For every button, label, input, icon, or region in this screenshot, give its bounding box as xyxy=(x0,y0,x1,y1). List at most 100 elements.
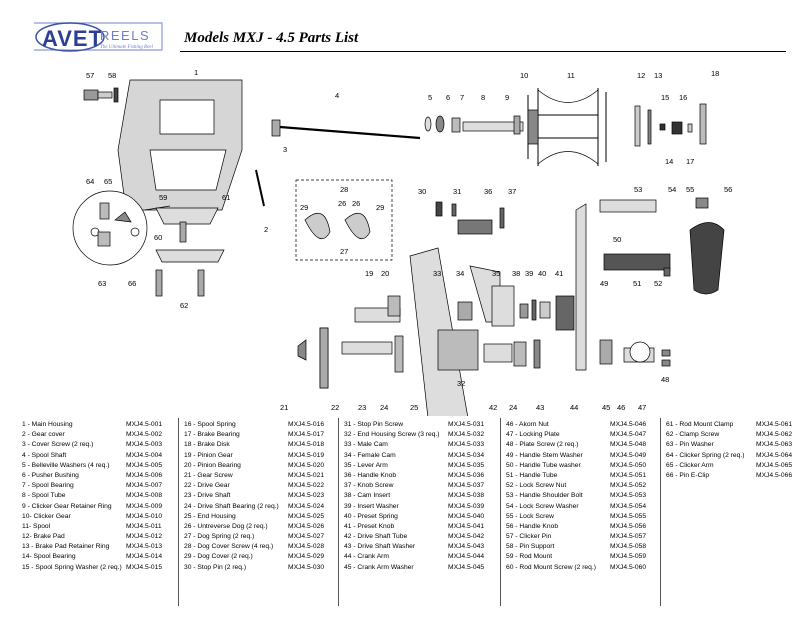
part-number: MXJ4.5-007 xyxy=(126,482,163,490)
part-number: MXJ4.5-050 xyxy=(610,461,647,469)
part-number: MXJ4.5-012 xyxy=(126,533,163,541)
part-description: 10- Clicker Gear xyxy=(22,512,71,520)
part-description: 39 - Insert Washer xyxy=(344,502,399,510)
part-description: 14- Spool Bearing xyxy=(22,553,76,561)
part-description: 56 - Handle Knob xyxy=(506,522,559,530)
part-description: 66 - Pin E-Clip xyxy=(666,471,710,479)
parts-row: 60 - Rod Mount Screw (2 req.)MXJ4.5-060 xyxy=(506,563,656,573)
part-number: MXJ4.5-060 xyxy=(610,563,647,571)
parts-row: 32 - End Housing Screw (3 req.)MXJ4.5-03… xyxy=(344,430,494,440)
parts-row: 56 - Handle Knob MXJ4.5-056 xyxy=(506,522,656,532)
part-description: 28 - Dog Cover Screw (4 req.) xyxy=(184,543,274,551)
callout-39: 39 xyxy=(525,269,533,278)
part-description: 20 - Pinion Bearing xyxy=(184,461,241,469)
part-number: MXJ4.5-023 xyxy=(288,492,325,500)
callout-57: 57 xyxy=(86,71,94,80)
parts-row: 48 - Plate Screw (2 req.)MXJ4.5-048 xyxy=(506,440,656,450)
part-description: 55 - Lock Screw xyxy=(506,512,554,520)
part-number: MXJ4.5-052 xyxy=(610,482,647,490)
callout-53: 53 xyxy=(634,185,642,194)
callout-13: 13 xyxy=(654,71,662,80)
part-number: MXJ4.5-036 xyxy=(448,471,485,479)
callout-8: 8 xyxy=(481,93,485,102)
parts-row: 5 - Belleville Washers (4 req.)MXJ4.5-00… xyxy=(22,461,172,471)
callout-49: 49 xyxy=(600,279,608,288)
part-description: 3 - Cover Screw (2 req.) xyxy=(22,441,94,449)
svg-text:The Ultimate Fishing Reel: The Ultimate Fishing Reel xyxy=(100,45,154,50)
callout-50: 50 xyxy=(613,235,621,244)
part-number: MXJ4.5-065 xyxy=(756,461,793,469)
part-number: MXJ4.5-003 xyxy=(126,441,163,449)
part-number: MXJ4.5-002 xyxy=(126,431,163,439)
callout-62: 62 xyxy=(180,301,188,310)
part-description: 52 - Lock Screw Nut xyxy=(506,482,567,490)
part-number: MXJ4.5-047 xyxy=(610,431,647,439)
part-description: 6 - Pusher Bushing xyxy=(22,471,79,479)
part-description: 13 - Brake Pad Retainer Ring xyxy=(22,543,110,551)
callout-23: 23 xyxy=(358,403,366,412)
part-number: MXJ4.5-001 xyxy=(126,421,163,428)
part-description: 46 - Akorn Nut xyxy=(506,421,549,428)
title-underline xyxy=(180,51,786,52)
callout-32: 32 xyxy=(457,379,465,388)
part-number: MXJ4.5-006 xyxy=(126,471,163,479)
callout-28: 28 xyxy=(340,185,348,194)
callout-58: 58 xyxy=(108,71,116,80)
part-description: 61 - Rod Mount Clamp xyxy=(666,421,734,428)
callout-15: 15 xyxy=(661,93,669,102)
column-divider xyxy=(178,418,179,606)
part-description: 57 - Clicker Pin xyxy=(506,533,552,541)
parts-row: 7 - Spool Bearing MXJ4.5-007 xyxy=(22,481,172,491)
parts-row: 52 - Lock Screw Nut MXJ4.5-052 xyxy=(506,481,656,491)
column-divider xyxy=(338,418,339,606)
part-number: MXJ4.5-061 xyxy=(756,421,793,428)
part-description: 58 - Pin Support xyxy=(506,543,555,551)
parts-row: 24 - Drive Shaft Bearing (2 req.)MXJ4.5-… xyxy=(184,502,334,512)
callout-48: 48 xyxy=(661,375,669,384)
part-number: MXJ4.5-011 xyxy=(126,522,162,530)
part-number: MXJ4.5-053 xyxy=(610,492,647,500)
part-description: 26 - Untreverse Dog (2 req.) xyxy=(184,522,268,530)
part-number: MXJ4.5-056 xyxy=(610,522,647,530)
part-description: 23 - Drive Shaft xyxy=(184,492,231,500)
part-description: 7 - Spool Bearing xyxy=(22,482,74,490)
part-description: 62 - Clamp Screw xyxy=(666,431,720,439)
callout-19: 19 xyxy=(365,269,373,278)
part-number: MXJ4.5-033 xyxy=(448,441,485,449)
column-divider xyxy=(500,418,501,606)
part-number: MXJ4.5-022 xyxy=(288,482,325,490)
part-number: MXJ4.5-034 xyxy=(448,451,485,459)
parts-row: 27 - Dog Spring (2 req.)MXJ4.5-027 xyxy=(184,532,334,542)
callout-31: 31 xyxy=(453,187,461,196)
part-description: 43 - Drive Shaft Washer xyxy=(344,543,416,551)
part-description: 41 - Preset Knob xyxy=(344,522,395,530)
part-number: MXJ4.5-042 xyxy=(448,533,485,541)
callout-45: 45 xyxy=(602,403,610,412)
part-number: MXJ4.5-064 xyxy=(756,451,793,459)
part-number: MXJ4.5-013 xyxy=(126,543,163,551)
svg-text:AVET: AVET xyxy=(42,26,103,51)
callout-11: 11 xyxy=(567,71,575,80)
part-description: 15 - Spool Spring Washer (2 req.) xyxy=(22,563,122,571)
callout-14: 14 xyxy=(665,157,673,166)
callout-2: 2 xyxy=(264,225,268,234)
callout-59: 59 xyxy=(159,193,167,202)
avet-reels-logo: AVET REELS The Ultimate Fishing Reel xyxy=(20,19,164,54)
